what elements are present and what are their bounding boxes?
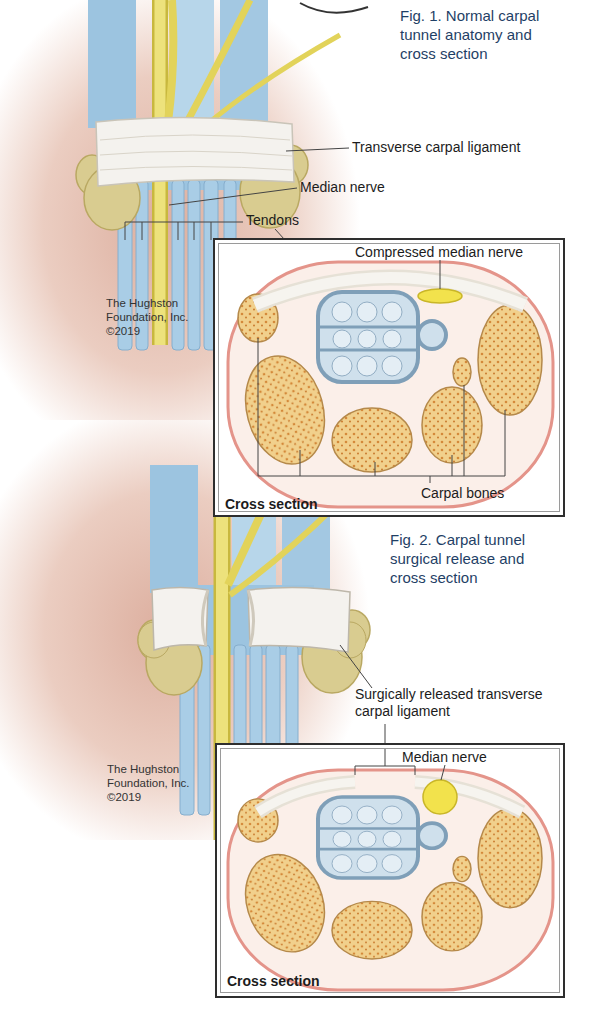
node-text: Compressed median nerve (355, 244, 560, 261)
ligament-cut-edge (202, 590, 208, 646)
released-ligament (152, 588, 208, 651)
cross-section-box: Median nerveCross section (215, 743, 565, 998)
box-background (213, 238, 565, 517)
figure-caption: Fig. 1. Normal carpal tunnel anatomy and… (400, 6, 568, 63)
released-ligament (258, 782, 355, 812)
leader-line (169, 188, 297, 205)
transverse-carpal-ligament (255, 278, 525, 306)
part-label: Transverse carpal ligament (352, 139, 587, 156)
wrist-outline (228, 262, 553, 507)
node-text: Carpal bones (421, 485, 561, 502)
part-label: Tendons (246, 212, 346, 229)
cross-section-structures (234, 797, 542, 960)
node-text: Cross section (227, 973, 387, 990)
node-text: Median nerve (402, 749, 552, 766)
copyright-note: The Hughston Foundation, Inc. ©2019 (106, 296, 206, 338)
sketch-line (300, 3, 368, 13)
compressed-median-nerve (418, 289, 462, 303)
ligament-fiber (100, 167, 292, 171)
leader-line (340, 645, 372, 688)
part-label: Surgically released transverse carpal li… (355, 686, 577, 720)
transverse-carpal-ligament (96, 117, 294, 186)
cross-section-box: Compressed median nerveCarpal bonesCross… (213, 238, 565, 517)
box-background (215, 743, 565, 998)
nerve-branch (168, 0, 173, 122)
ligament-fiber (100, 151, 292, 156)
transverse-carpal-ligament (255, 278, 525, 306)
ligament-fiber (100, 135, 290, 140)
node-text: Cross section (225, 496, 385, 513)
part-label: Median nerve (300, 179, 450, 196)
nerve-branch (186, 0, 250, 124)
ligament-cut-edge (248, 590, 254, 646)
wrist-outline (228, 770, 553, 990)
cross-section-structures (234, 292, 542, 473)
figure-caption: Fig. 2. Carpal tunnel surgical release a… (390, 530, 558, 587)
nerve-branch (205, 35, 340, 126)
leader-line (441, 765, 445, 780)
median-nerve (423, 780, 457, 814)
copyright-note: The Hughston Foundation, Inc. ©2019 (107, 762, 207, 804)
bracket-line (258, 338, 505, 483)
released-ligament (248, 587, 350, 652)
released-ligament (258, 782, 355, 812)
leader-line (440, 260, 441, 289)
leader-line (286, 148, 349, 151)
